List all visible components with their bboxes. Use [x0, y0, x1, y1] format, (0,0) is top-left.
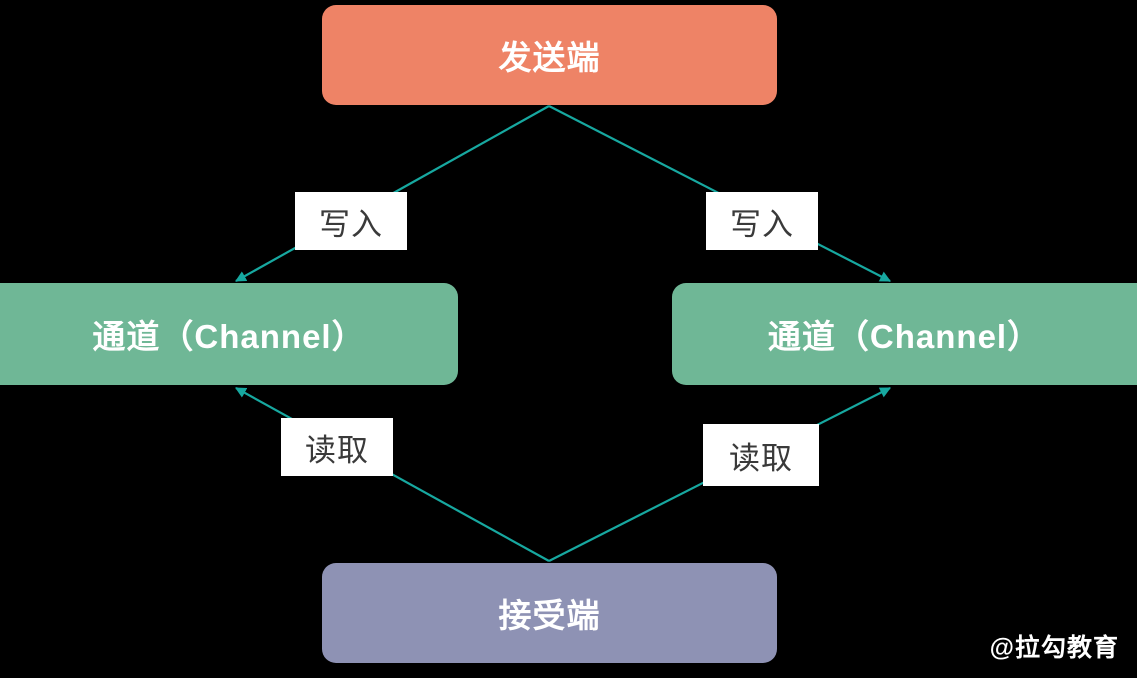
edge-label-read-right: 读取: [703, 424, 819, 486]
node-receiver: 接受端: [322, 563, 777, 663]
watermark: @拉勾教育: [989, 634, 1119, 662]
node-channel-left: 通道（Channel）: [0, 283, 458, 385]
node-sender-label: 发送端: [498, 39, 601, 76]
node-channel-left-label: 通道（Channel）: [92, 318, 366, 355]
node-channel-right-label: 通道（Channel）: [767, 318, 1042, 355]
node-channel-right: 通道（Channel）: [672, 283, 1137, 385]
node-receiver-label: 接受端: [498, 597, 601, 634]
edge-label-read-left: 读取: [281, 418, 393, 476]
node-sender: 发送端: [322, 5, 777, 105]
edge-label-write-right: 写入: [706, 192, 818, 250]
edge-label-write-left: 写入: [295, 192, 407, 250]
